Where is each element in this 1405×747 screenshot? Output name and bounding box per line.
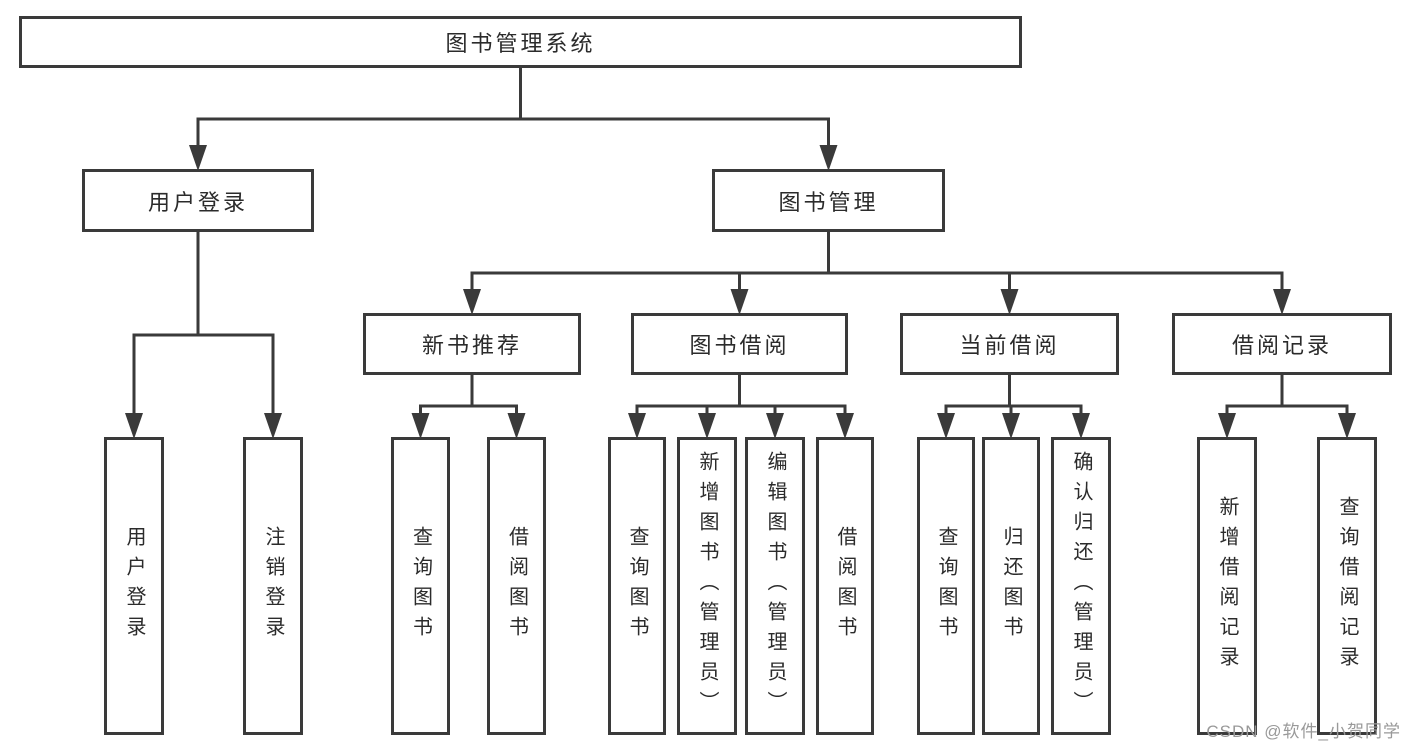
arrowhead-icon — [1072, 413, 1090, 439]
node-login: 用户登录 — [82, 169, 314, 232]
node-records: 借阅记录 — [1172, 313, 1392, 375]
node-label-borrow-borrow: 借阅图书 — [834, 526, 856, 646]
arrowhead-icon — [1273, 289, 1291, 315]
node-borrow-edit: 编辑图书（管理员） — [745, 437, 805, 735]
node-rec-borrow: 借阅图书 — [487, 437, 546, 735]
node-label-current-query: 查询图书 — [935, 526, 957, 646]
node-label-login-user: 用户登录 — [123, 526, 145, 646]
arrowhead-icon — [937, 413, 955, 439]
node-root: 图书管理系统 — [19, 16, 1022, 68]
node-current: 当前借阅 — [900, 313, 1119, 375]
arrowhead-icon — [125, 413, 143, 439]
arrowhead-icon — [819, 145, 838, 171]
node-current-query: 查询图书 — [917, 437, 975, 735]
node-label-rec: 新书推荐 — [421, 333, 522, 358]
arrowhead-icon — [766, 413, 784, 439]
node-label-borrow: 图书借阅 — [689, 333, 790, 358]
node-records-query: 查询借阅记录 — [1317, 437, 1377, 735]
node-label-root: 图书管理系统 — [445, 31, 596, 56]
node-label-rec-borrow: 借阅图书 — [505, 526, 528, 646]
arrowhead-icon — [1338, 413, 1356, 439]
node-login-logout: 注销登录 — [243, 437, 303, 735]
arrowhead-icon — [189, 145, 207, 171]
node-borrow-borrow: 借阅图书 — [816, 437, 874, 735]
arrowhead-icon — [411, 413, 430, 439]
arrowhead-icon — [264, 413, 282, 439]
node-current-return: 归还图书 — [982, 437, 1040, 735]
node-label-borrow-add: 新增图书（管理员） — [696, 451, 718, 721]
node-label-current: 当前借阅 — [959, 333, 1060, 358]
node-borrow-query: 查询图书 — [608, 437, 666, 735]
node-records-add: 新增借阅记录 — [1197, 437, 1257, 735]
node-label-rec-query: 查询图书 — [409, 526, 432, 646]
node-mgmt: 图书管理 — [712, 169, 945, 232]
node-label-mgmt: 图书管理 — [778, 189, 879, 215]
node-label-records-add: 新增借阅记录 — [1216, 496, 1238, 676]
node-label-records-query: 查询借阅记录 — [1336, 496, 1358, 676]
arrowhead-icon — [698, 413, 716, 439]
node-label-current-return: 归还图书 — [1000, 526, 1022, 646]
watermark: CSDN @软件_小贺同学 — [1206, 722, 1401, 741]
node-label-current-confirm: 确认归还（管理员） — [1070, 451, 1092, 721]
arrowhead-icon — [628, 413, 646, 439]
node-rec: 新书推荐 — [363, 313, 581, 375]
node-borrow-add: 新增图书（管理员） — [677, 437, 737, 735]
arrowhead-icon — [1000, 289, 1019, 315]
node-label-borrow-edit: 编辑图书（管理员） — [764, 451, 786, 721]
node-current-confirm: 确认归还（管理员） — [1051, 437, 1111, 735]
arrowhead-icon — [507, 413, 526, 439]
node-label-borrow-query: 查询图书 — [626, 526, 648, 646]
arrowhead-icon — [1218, 413, 1236, 439]
arrowhead-icon — [836, 413, 854, 439]
node-label-login: 用户登录 — [147, 189, 248, 215]
node-login-user: 用户登录 — [104, 437, 164, 735]
node-rec-query: 查询图书 — [391, 437, 450, 735]
arrowhead-icon — [463, 289, 481, 315]
node-label-login-logout: 注销登录 — [262, 526, 284, 646]
arrowhead-icon — [730, 289, 749, 315]
node-label-records: 借阅记录 — [1231, 333, 1332, 358]
arrowhead-icon — [1002, 413, 1020, 439]
node-borrow: 图书借阅 — [631, 313, 848, 375]
